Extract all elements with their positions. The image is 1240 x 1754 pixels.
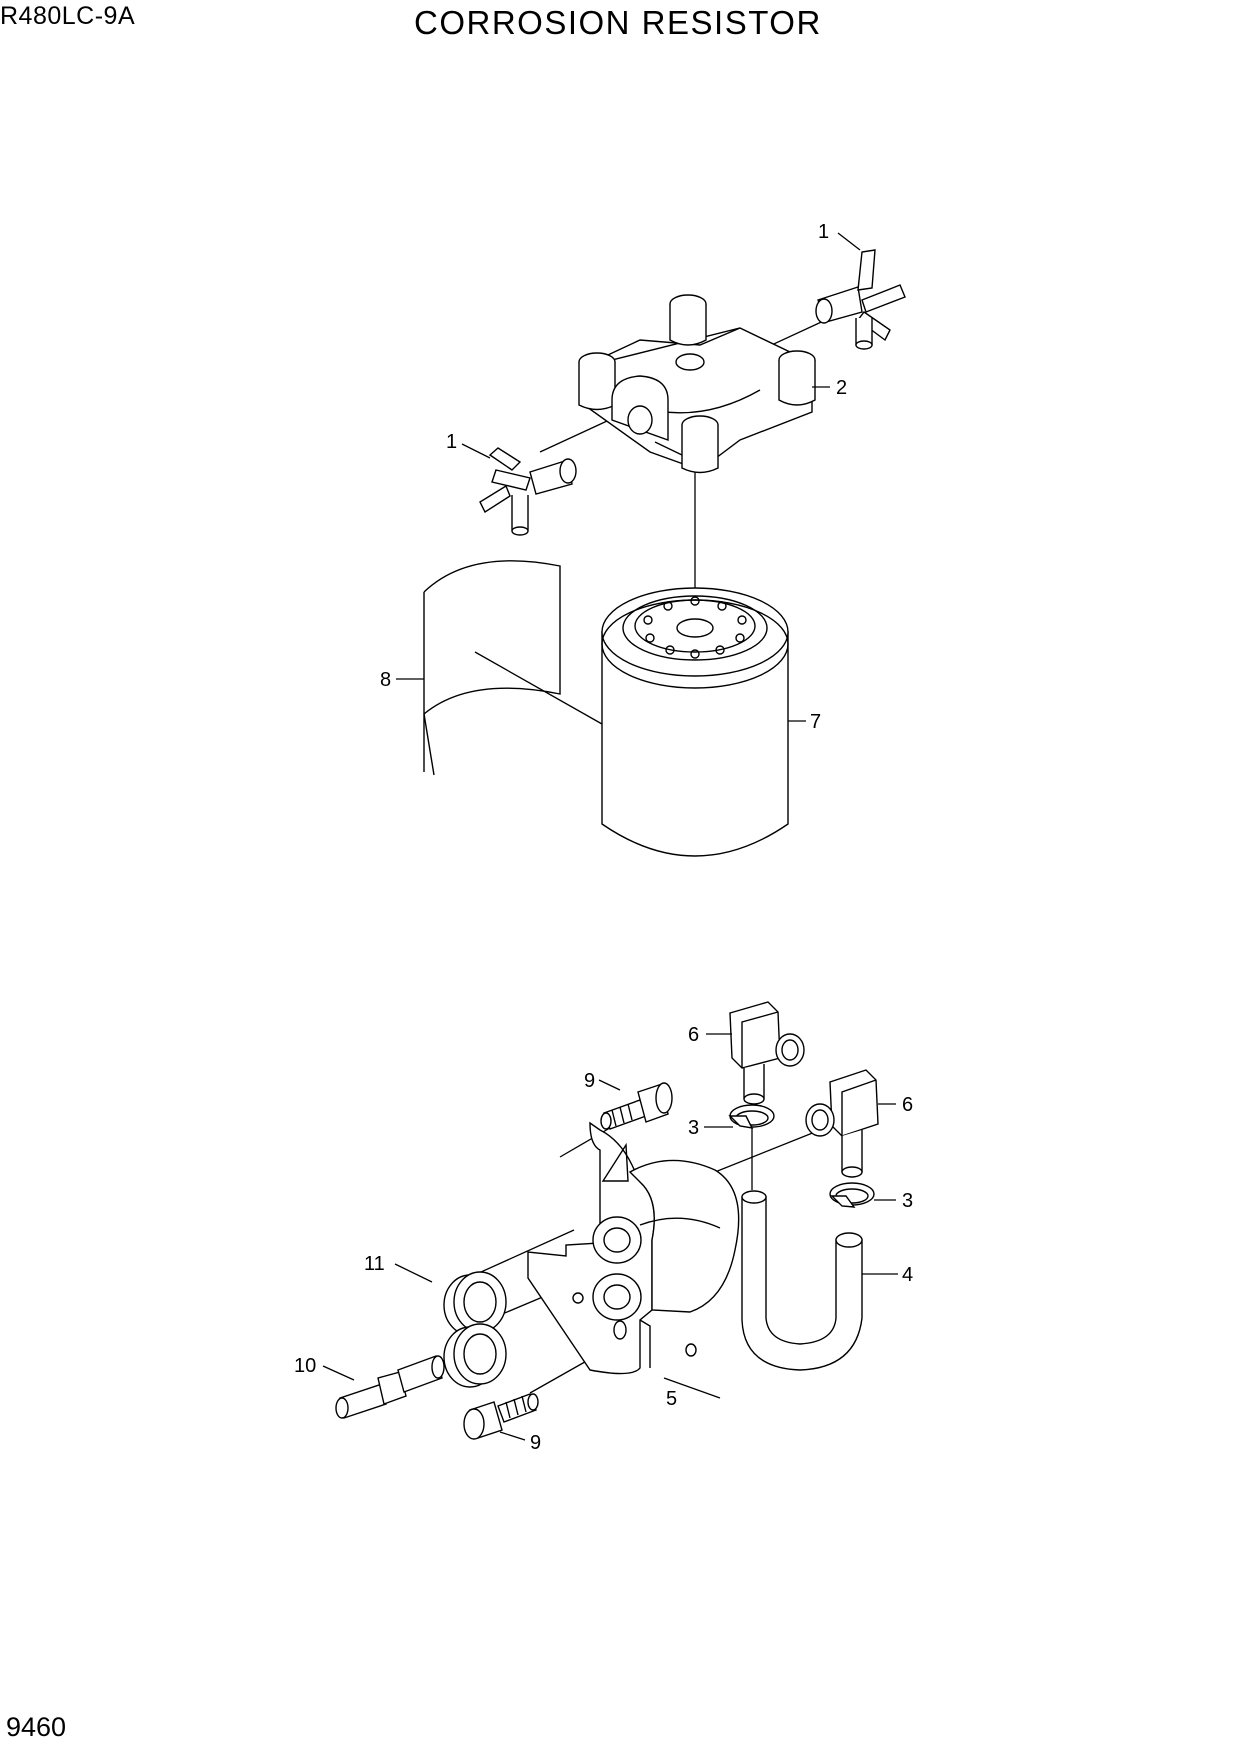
mounting-bracket-part — [527, 1121, 740, 1375]
bolt-part-lower — [463, 1393, 539, 1440]
callout-5: 5 — [666, 1388, 677, 1410]
callout-leader-10 — [322, 1365, 355, 1381]
callout-leader-9-upper — [598, 1079, 621, 1091]
ring-nut-part-upper — [443, 1271, 507, 1336]
wrap-to-filter-line — [474, 651, 603, 725]
callout-3-lower: 3 — [902, 1190, 913, 1212]
connector-fitting-part — [335, 1355, 445, 1419]
hose-clamp-part-upper — [728, 1104, 775, 1129]
callout-leader-11 — [394, 1263, 433, 1283]
callout-10: 10 — [294, 1355, 316, 1377]
callout-3-upper: 3 — [688, 1117, 699, 1139]
callout-7: 7 — [810, 711, 821, 733]
callout-6-lower: 6 — [902, 1094, 913, 1116]
hose-clamp-part-lower — [829, 1182, 875, 1208]
callout-leader-1-left — [461, 443, 491, 459]
filter-head-part — [578, 294, 816, 474]
callout-leader-1-right — [837, 232, 861, 251]
callout-8: 8 — [380, 669, 391, 691]
callout-4: 4 — [902, 1264, 913, 1286]
u-hose-part — [741, 1190, 863, 1371]
callout-1-left: 1 — [446, 431, 457, 453]
callout-1-right: 1 — [818, 221, 829, 243]
model-number: R480LC-9A — [0, 2, 136, 30]
bolt-part-upper — [600, 1082, 673, 1130]
elbow-fitting-part-lower — [805, 1069, 879, 1178]
spin-on-filter-part — [601, 587, 789, 857]
shutoff-valve-right — [815, 249, 906, 350]
callout-2: 2 — [836, 377, 847, 399]
callout-9-lower: 9 — [530, 1432, 541, 1454]
callout-leader-9-lower — [499, 1431, 526, 1441]
callout-9-upper: 9 — [584, 1070, 595, 1092]
callout-11: 11 — [364, 1253, 385, 1275]
bolt-axis-line-upper — [559, 1124, 616, 1158]
ring-nut-part-lower — [443, 1323, 507, 1388]
filter-wrap-sheet-part — [423, 560, 561, 776]
callout-leader-5 — [663, 1377, 721, 1399]
page-title: CORROSION RESISTOR — [414, 4, 822, 41]
elbow-fitting-part-upper — [729, 1001, 805, 1105]
page-number: 9460 — [6, 1712, 67, 1742]
shutoff-valve-left — [479, 447, 577, 536]
callout-6-upper: 6 — [688, 1024, 699, 1046]
